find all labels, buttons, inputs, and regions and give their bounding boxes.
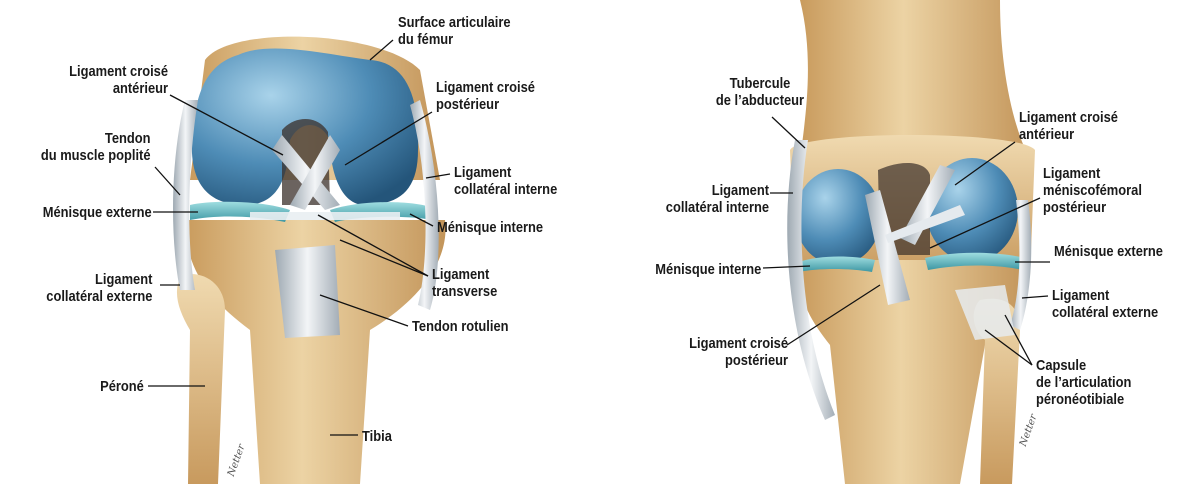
label-lca-left: Ligament croisé antérieur [69, 63, 168, 97]
label-lca-right: Ligament croisé antérieur [1019, 109, 1118, 143]
label-menisco-femoral: Ligament méniscofémoral postérieur [1043, 165, 1142, 216]
label-lci-right: Ligament collatéral interne [666, 182, 769, 216]
label-menisque-interne-left: Ménisque interne [437, 219, 543, 236]
label-lcp-left: Ligament croisé postérieur [436, 79, 535, 113]
leader-tubercule [772, 117, 805, 148]
label-lci-left: Ligament collatéral interne [454, 164, 557, 198]
label-perone: Péroné [100, 378, 144, 395]
label-menisque-externe-right: Ménisque externe [1054, 243, 1163, 260]
label-tubercule: Tubercule de l’abducteur [700, 75, 820, 109]
label-surface-articulaire: Surface articulaire du fémur [398, 14, 511, 48]
label-lce-left: Ligament collatéral externe [46, 271, 152, 305]
right-medial-condyle-cartilage [795, 169, 881, 265]
label-lce-right: Ligament collatéral externe [1052, 287, 1158, 321]
label-ligament-transverse: Ligament transverse [432, 266, 497, 300]
label-tendon-poplite: Tendon du muscle poplité [41, 130, 151, 164]
label-tibia: Tibia [362, 428, 392, 445]
label-capsule: Capsule de l’articulation péronéotibiale [1036, 357, 1131, 408]
label-menisque-externe-left: Ménisque externe [43, 204, 152, 221]
label-lcp-right: Ligament croisé postérieur [689, 335, 788, 369]
left-patellar-tendon [275, 245, 340, 338]
left-fibula [177, 274, 225, 484]
label-tendon-rotulien: Tendon rotulien [412, 318, 509, 335]
right-knee-illustration [787, 0, 1035, 484]
label-menisque-interne-right: Ménisque interne [655, 261, 761, 278]
left-knee-illustration [173, 37, 446, 484]
